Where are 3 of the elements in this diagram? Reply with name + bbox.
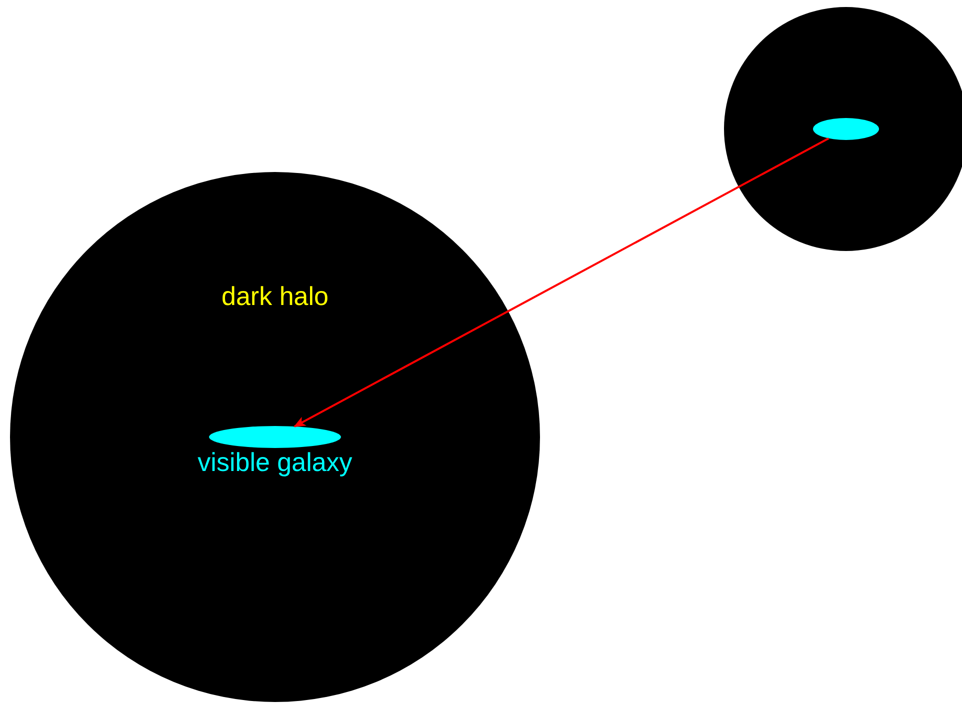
halo-label: dark halo	[222, 283, 328, 309]
galaxy-label: visible galaxy	[198, 449, 352, 475]
arrow	[294, 137, 830, 428]
